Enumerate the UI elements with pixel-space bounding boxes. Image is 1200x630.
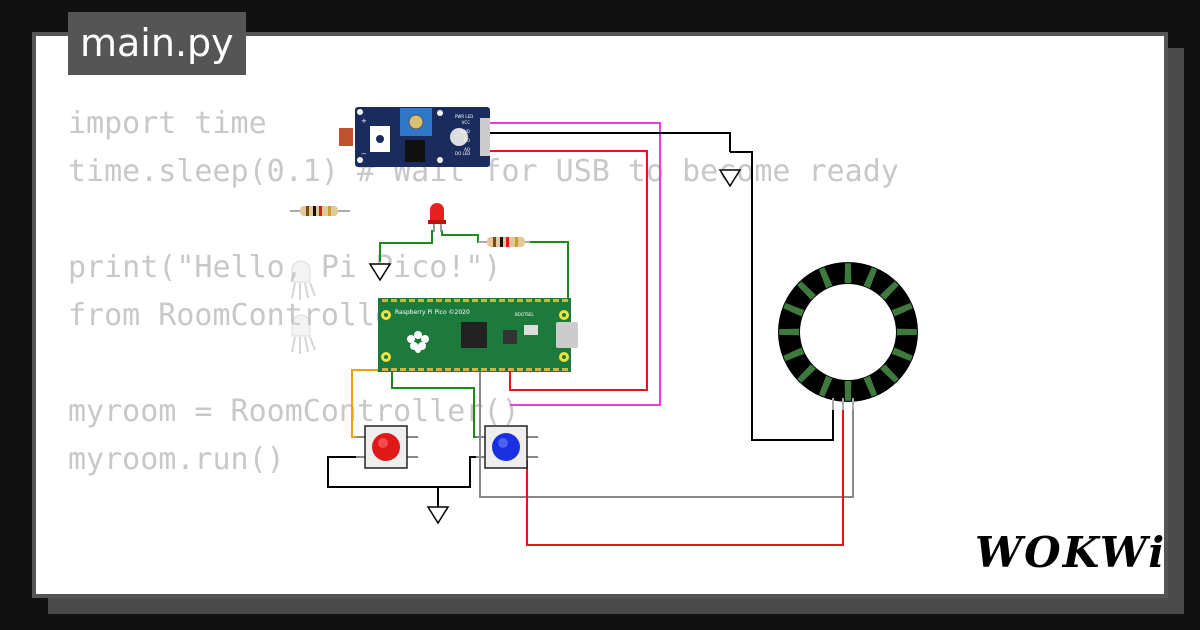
minus-label: − bbox=[361, 150, 367, 158]
push-button-blue[interactable] bbox=[476, 425, 538, 469]
wire-gray bbox=[479, 372, 854, 498]
sensor-pin-label: VCC bbox=[462, 120, 471, 125]
neopixel-led bbox=[844, 263, 852, 284]
resistor[interactable] bbox=[290, 206, 350, 216]
sensor-pin-label: GND bbox=[461, 129, 470, 134]
code-line: import time bbox=[68, 106, 267, 141]
sensor-pin-label: AO bbox=[464, 147, 470, 152]
push-button-red[interactable] bbox=[356, 425, 418, 469]
light-sensor-module[interactable]: VCC GND DO AO PWR LED DO LED + − bbox=[339, 107, 490, 167]
resistor[interactable] bbox=[478, 237, 530, 247]
rgb-led[interactable] bbox=[291, 314, 316, 354]
code-line: myroom = RoomController() bbox=[68, 394, 520, 429]
file-tab-main-py[interactable]: main.py bbox=[68, 12, 246, 75]
neopixel-led bbox=[880, 364, 899, 383]
neopixel-led bbox=[779, 328, 800, 336]
wire-green-pico bbox=[525, 241, 569, 300]
neopixel-led bbox=[863, 267, 878, 289]
wire-magenta bbox=[490, 122, 661, 406]
sensor-led-label: DO LED bbox=[455, 151, 470, 156]
pico-board-label: Raspberry Pi Pico ©2020 bbox=[395, 309, 470, 316]
neopixel-led bbox=[818, 375, 833, 397]
neopixel-led bbox=[797, 364, 816, 383]
raspberry-pi-pico[interactable]: Raspberry Pi Pico ©2020 BOOTSEL bbox=[378, 298, 578, 372]
ground-icon bbox=[368, 263, 392, 282]
neopixel-led bbox=[891, 302, 913, 317]
neopixel-led bbox=[783, 302, 805, 317]
code-line: myroom.run() bbox=[68, 442, 285, 477]
wire-green-led bbox=[379, 230, 433, 262]
wire-black-ring bbox=[730, 151, 834, 441]
neopixel-led bbox=[783, 347, 805, 362]
diagram-canvas[interactable] bbox=[32, 32, 1168, 598]
wokwi-logo: WOKWi bbox=[975, 528, 1167, 577]
wire-black-buttons bbox=[327, 456, 486, 488]
wire-red-ring bbox=[526, 405, 844, 546]
ground-icon bbox=[718, 169, 742, 188]
code-line: print("Hello, Pi Pico!") bbox=[68, 250, 502, 285]
neopixel-led bbox=[863, 375, 878, 397]
wire-green-resistor bbox=[441, 230, 488, 243]
plus-label: + bbox=[361, 117, 367, 125]
red-led[interactable] bbox=[428, 203, 446, 232]
ground-icon bbox=[426, 506, 450, 525]
rgb-led[interactable] bbox=[291, 260, 316, 300]
raspberry-logo-icon bbox=[407, 331, 429, 353]
neopixel-led bbox=[844, 380, 852, 401]
neopixel-led bbox=[818, 267, 833, 289]
neopixel-led bbox=[797, 281, 816, 300]
wire-red-sensor bbox=[490, 150, 648, 391]
sensor-pin-label: DO bbox=[464, 138, 470, 143]
wire-black-sensor bbox=[490, 132, 731, 152]
sensor-led-label: PWR LED bbox=[455, 114, 473, 119]
neopixel-led bbox=[891, 347, 913, 362]
pico-bootsel-label: BOOTSEL bbox=[515, 312, 534, 317]
neopixel-led bbox=[896, 328, 917, 336]
neopixel-ring[interactable] bbox=[778, 262, 918, 410]
neopixel-led bbox=[880, 281, 899, 300]
